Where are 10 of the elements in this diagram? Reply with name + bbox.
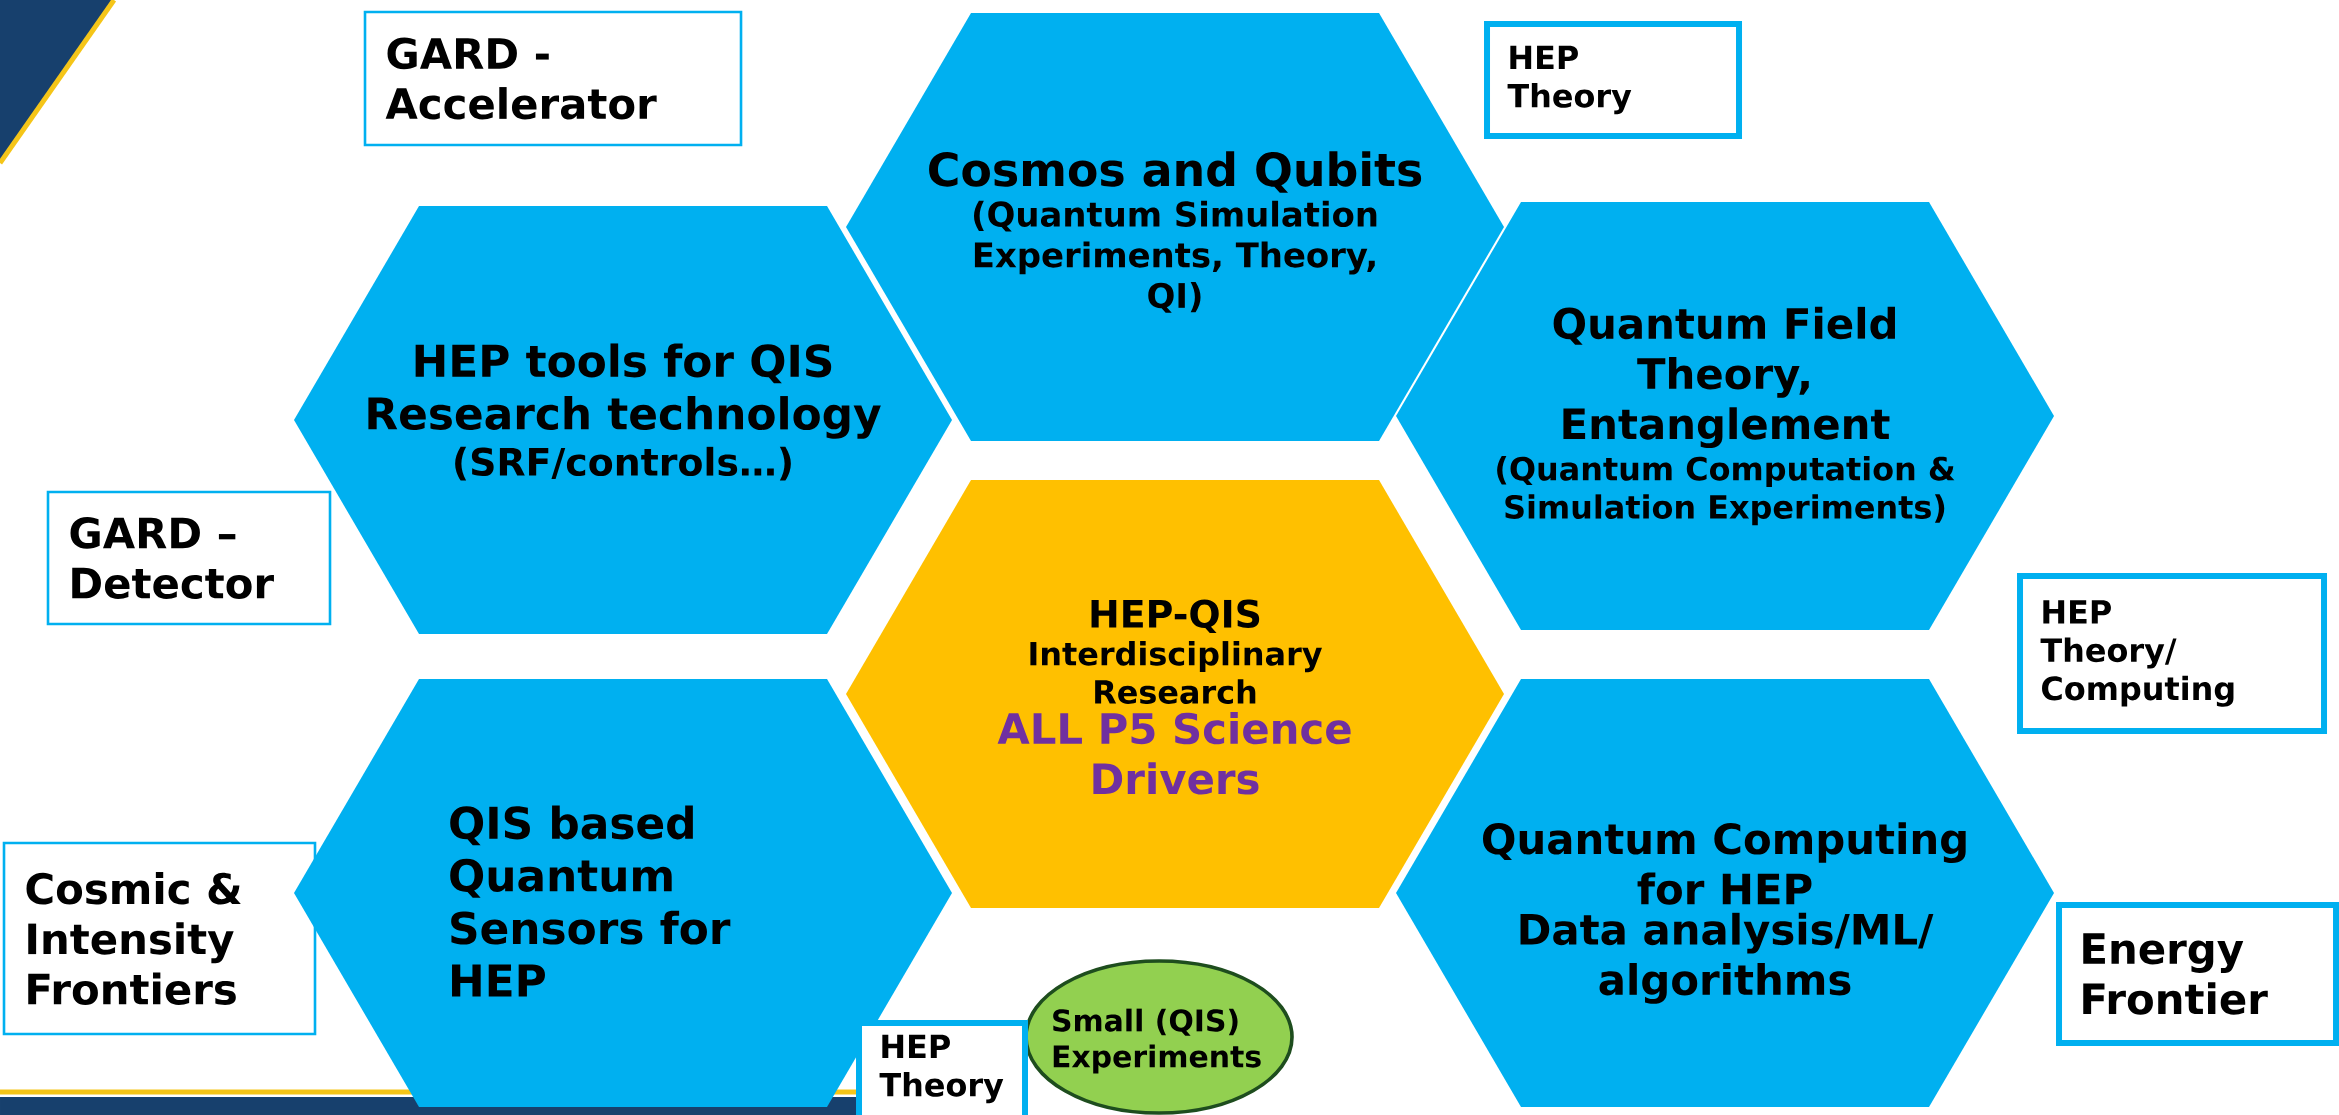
label-box: Cosmic & Intensity Frontiers — [2, 841, 317, 1036]
label-box: GARD – Detector — [46, 490, 332, 626]
label-box: Energy Frontier — [2056, 902, 2339, 1046]
label-box: HEP Theory — [1484, 21, 1742, 139]
node-label: Cosmos and Qubits — [929, 151, 1422, 193]
node-label: (Quantum Simulation Experiments, Theory, QI) — [974, 200, 1377, 313]
label-box: GARD - Accelerator — [363, 10, 743, 147]
label-box: HEP Theory/ Computing — [2017, 573, 2327, 734]
label-box: HEP Theory — [856, 1020, 1028, 1115]
hexagon: HEP tools for QIS Research technology (SRF/controls…) — [294, 206, 952, 634]
